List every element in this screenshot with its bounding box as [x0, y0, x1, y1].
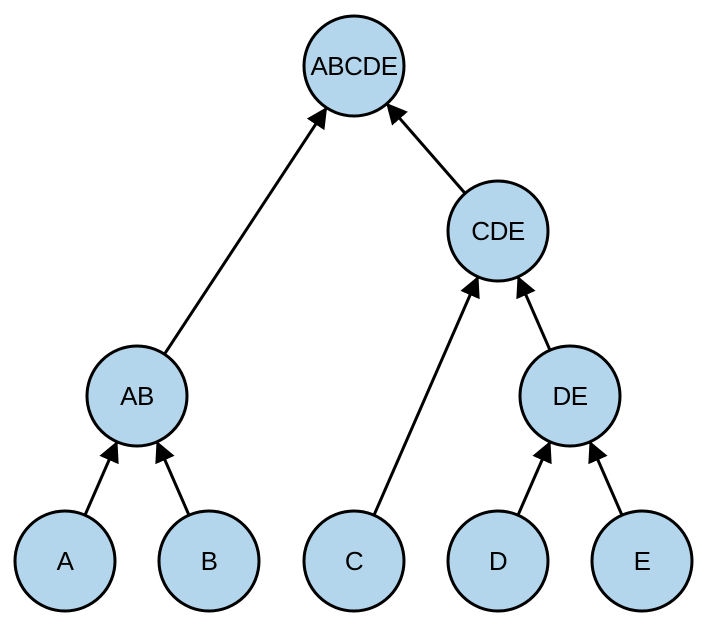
edge-cde-to-abcde — [386, 102, 467, 195]
node-circle — [590, 509, 694, 613]
edge-e-to-de — [588, 440, 624, 516]
edge-b-to-ab — [155, 440, 191, 516]
node-label: CDE — [471, 216, 525, 246]
node-circle — [157, 509, 261, 613]
edge-de-to-cde — [516, 275, 552, 351]
node-label: AB — [120, 381, 154, 411]
node-label: A — [57, 546, 75, 576]
node-circle — [446, 509, 550, 613]
node-label: DE — [552, 381, 587, 411]
edges — [83, 102, 624, 516]
edge-ab-to-abcde — [163, 106, 328, 356]
node-circle — [13, 509, 117, 613]
node-e: E — [590, 509, 694, 613]
node-circle — [302, 14, 406, 118]
edge-a-to-ab — [83, 440, 119, 516]
node-b: B — [157, 509, 261, 613]
node-cde: CDE — [446, 179, 550, 283]
node-label: D — [489, 546, 507, 576]
node-label: C — [345, 546, 363, 576]
node-d: D — [446, 509, 550, 613]
node-abcde: ABCDE — [302, 14, 406, 118]
node-ab: AB — [85, 344, 189, 448]
node-circle — [302, 509, 406, 613]
node-circle — [85, 344, 189, 448]
edge-d-to-de — [516, 440, 552, 516]
node-circle — [518, 344, 622, 448]
edge-c-to-cde — [372, 275, 480, 516]
node-label: B — [201, 546, 218, 576]
node-c: C — [302, 509, 406, 613]
node-a: A — [13, 509, 117, 613]
node-label: E — [634, 546, 651, 576]
node-circle — [446, 179, 550, 283]
node-de: DE — [518, 344, 622, 448]
node-label: ABCDE — [310, 51, 397, 81]
